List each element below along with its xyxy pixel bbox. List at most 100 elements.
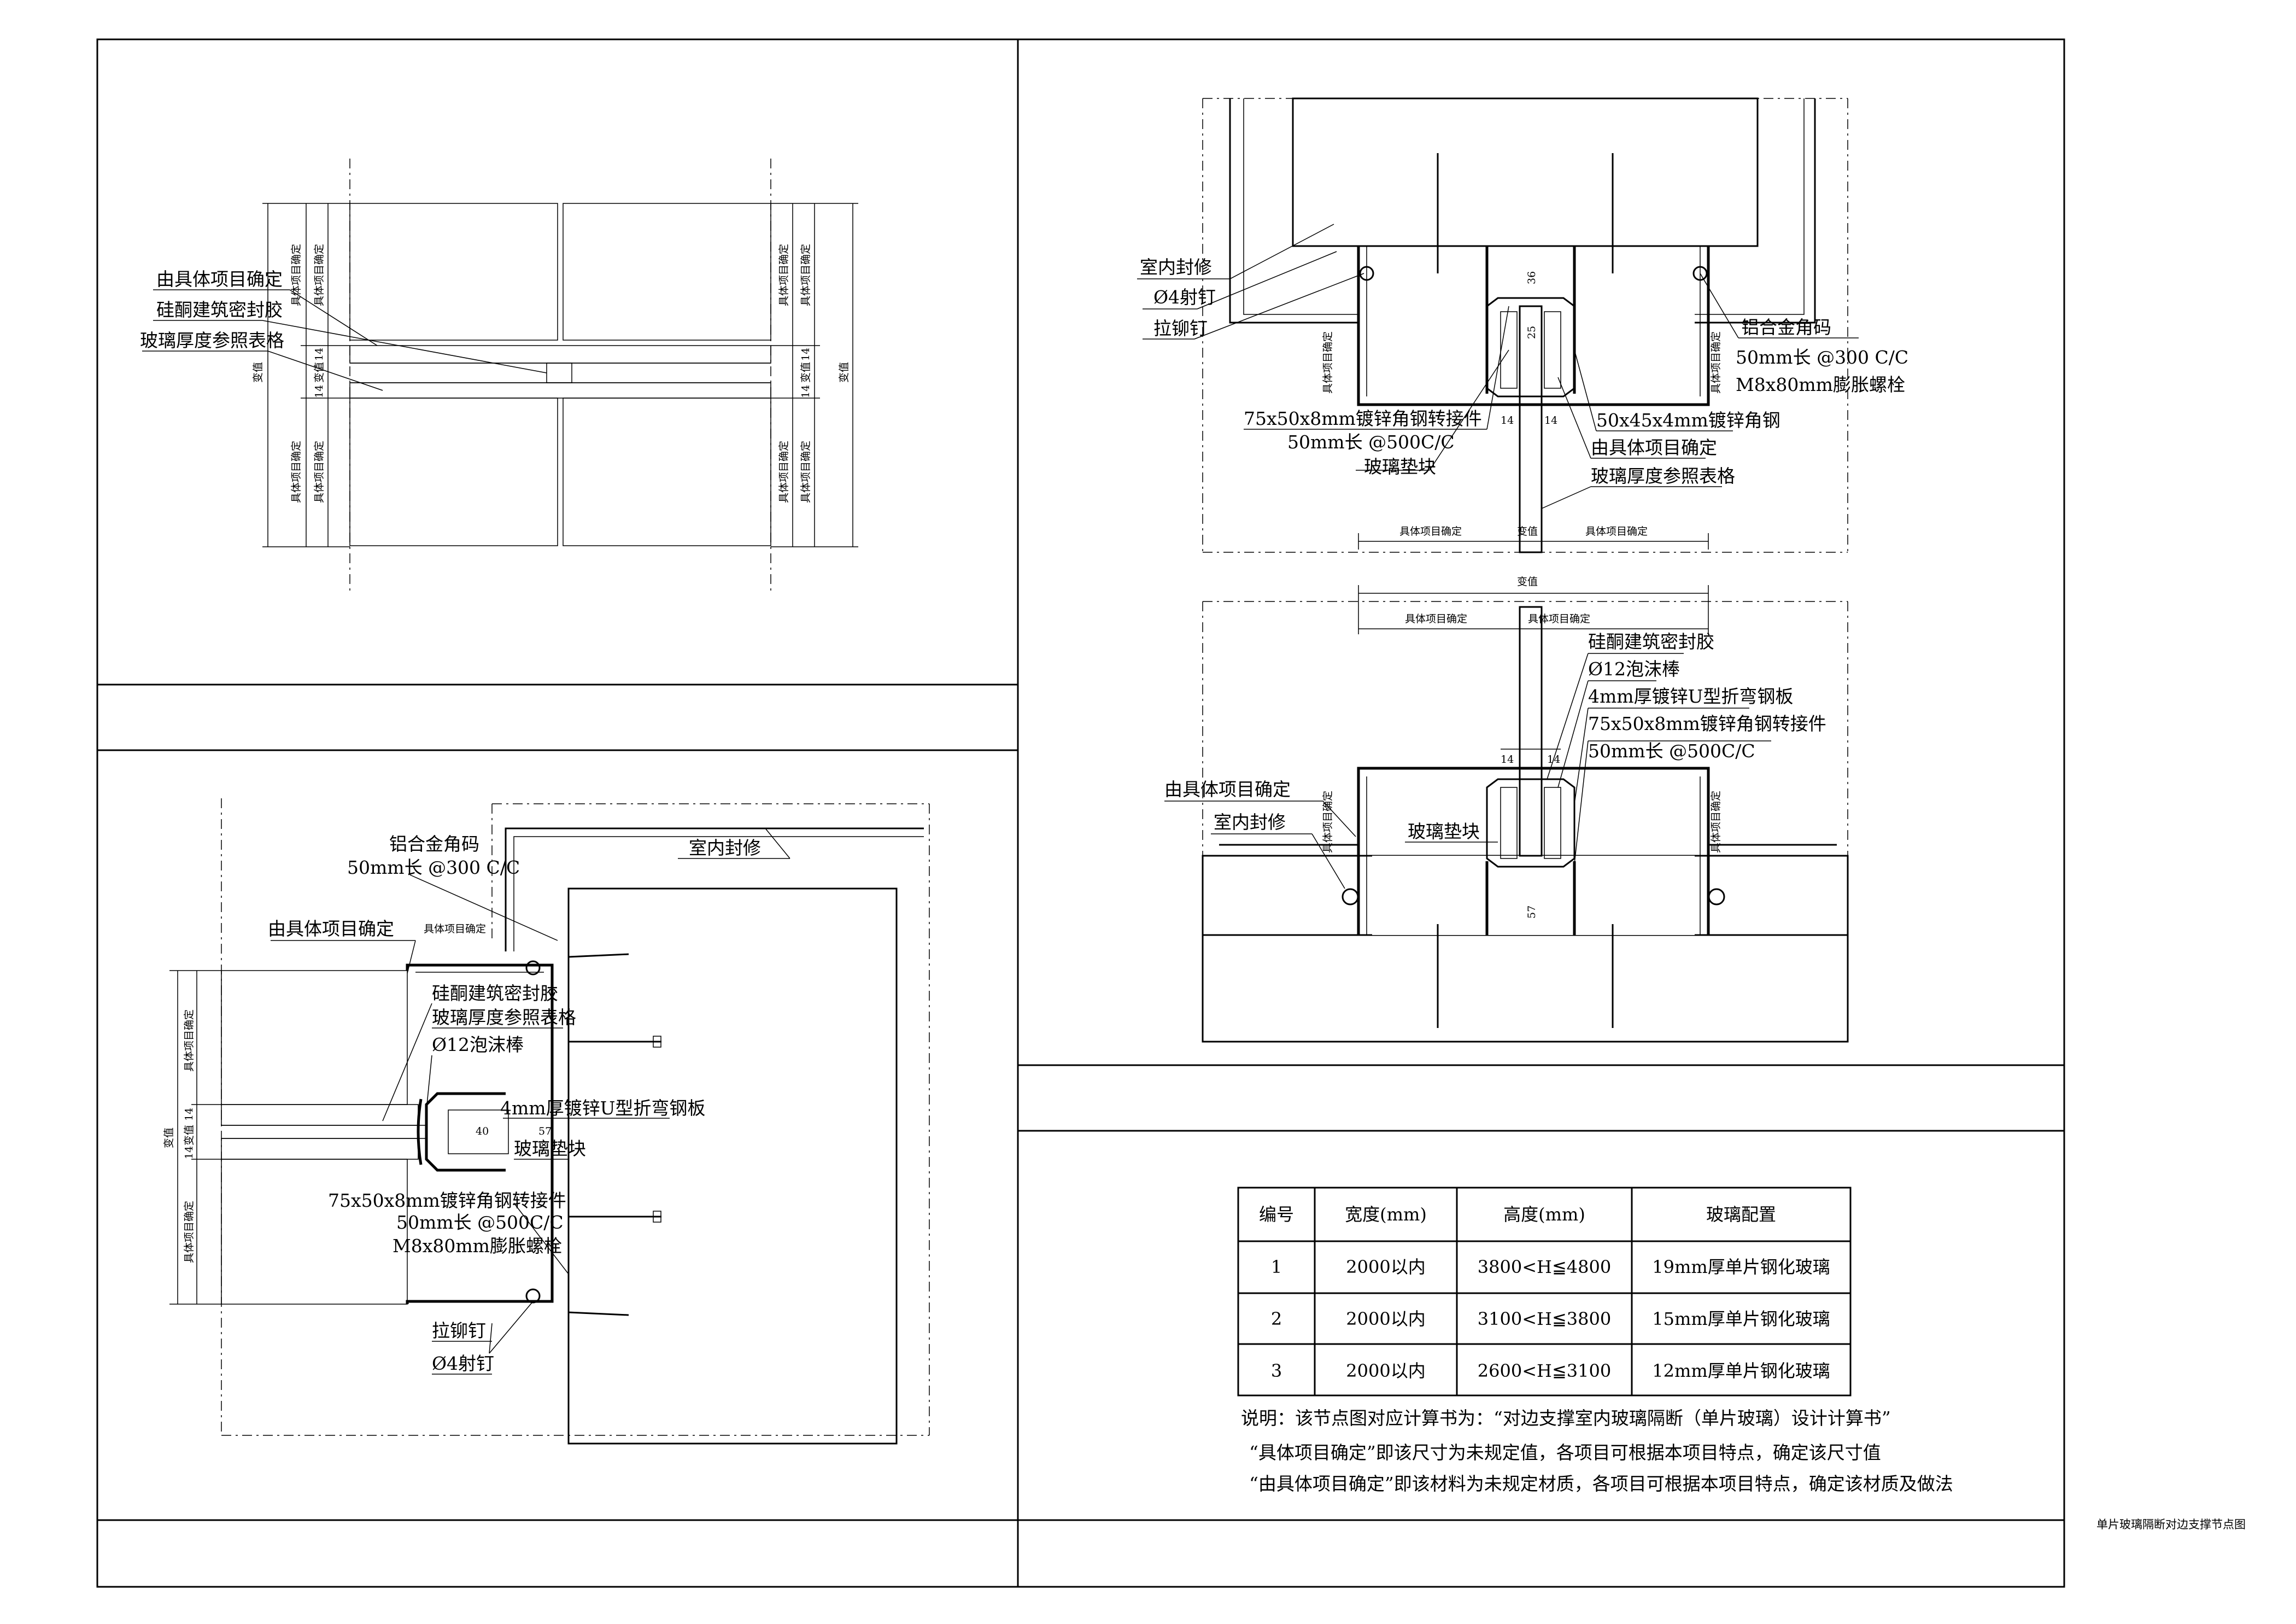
glass-panel-lower-right xyxy=(563,398,771,546)
glass-panel-lower-left xyxy=(349,398,558,546)
p3-dim-14-left: 14 xyxy=(1501,414,1514,427)
p2-dim-var-2: 变值 xyxy=(183,1125,195,1146)
dim-var-right-2: 变值 xyxy=(838,362,850,383)
glass-edge-strip-lower xyxy=(221,1138,419,1160)
p3-label-aluminium-cleat: 铝合金角码 xyxy=(1741,317,1831,338)
dim-spec-right-top: 具体项目确定 xyxy=(778,244,790,306)
p4-glass xyxy=(1519,606,1543,857)
dim-spec-right-top-2: 具体项目确定 xyxy=(800,244,812,306)
dim-var-right: 变值 xyxy=(800,362,812,383)
note-line-3: “由具体项目确定”即该材料为未规定材质，各项目可根据本项目特点，确定该材质及做法 xyxy=(1249,1473,1953,1494)
p4-dim-57: 57 xyxy=(1526,906,1538,919)
p2-dim-spec-top: 具体项目确定 xyxy=(183,1009,195,1072)
p4-dim-spec-right: 具体项目确定 xyxy=(1528,613,1590,625)
table-cell: 2000以内 xyxy=(1346,1257,1425,1277)
p4-label-u-plate: 4mm厚镀锌U型折弯钢板 xyxy=(1588,686,1793,707)
p4-dim-var: 变值 xyxy=(1517,576,1538,588)
p4-dim-14-left: 14 xyxy=(1501,753,1514,766)
glass-edge-strip-upper xyxy=(221,1104,419,1126)
p2-dim-14: 14 xyxy=(183,1108,195,1121)
p4-label-project-determined: 由具体项目确定 xyxy=(1164,779,1291,800)
concrete-wall xyxy=(567,887,898,1445)
p3-label-glass-block: 玻璃垫块 xyxy=(1364,456,1436,477)
u-plate xyxy=(425,1092,506,1172)
dim-14-left-2: 14 xyxy=(313,385,325,398)
p2-label-pop-rivet: 拉铆钉 xyxy=(432,1320,486,1341)
p3-label-interior-finish: 室内封修 xyxy=(1140,256,1212,278)
p3-dim-spec-right: 具体项目确定 xyxy=(1585,525,1648,538)
p4-dim-spec-vertical-right: 具体项目确定 xyxy=(1710,791,1722,853)
p2-label-u-plate: 4mm厚镀锌U型折弯钢板 xyxy=(500,1097,705,1119)
p3-dim-14-right: 14 xyxy=(1544,414,1557,427)
label-silicone-sealant: 硅酮建筑密封胶 xyxy=(156,299,283,320)
p4-label-foam-rod: Ø12泡沫棒 xyxy=(1588,658,1680,680)
p2-dim-spec-horizontal: 具体项目确定 xyxy=(424,923,486,935)
dim-14-right: 14 xyxy=(800,348,812,361)
p2-dim-spec-bottom: 具体项目确定 xyxy=(183,1201,195,1263)
p3-dim-spec-left: 具体项目确定 xyxy=(1399,525,1462,538)
p3-label-pop-rivet: 拉铆钉 xyxy=(1153,318,1208,339)
note-line-2: “具体项目确定”即该尺寸为未规定值，各项目可根据本项目特点，确定该尺寸值 xyxy=(1249,1442,1881,1463)
table-header-width: 宽度(mm) xyxy=(1345,1204,1427,1225)
notes: 说明：该节点图对应计算书为：“对边支撑室内玻璃隔断（单片玻璃）设计计算书” “具… xyxy=(1241,1407,1953,1494)
p4-dim-spec-left: 具体项目确定 xyxy=(1405,613,1467,625)
glass-edge-lower xyxy=(349,382,771,399)
p2-label-shot-nail: Ø4射钉 xyxy=(432,1353,494,1374)
panel-1-joint-plan: 变值 具体项目确定 具体项目确定 具体项目确定 具体项目确定 14 变值 14 … xyxy=(140,159,858,591)
glass-panel-left-lower xyxy=(221,1159,408,1305)
sheet-frame xyxy=(96,38,2065,1588)
dim-var-left: 变值 xyxy=(252,362,264,383)
p2-label-project-determined: 由具体项目确定 xyxy=(268,918,394,939)
dim-14-left: 14 xyxy=(313,348,325,361)
p3-dim-spec-vertical-right: 具体项目确定 xyxy=(1710,331,1722,394)
p4-label-angle-bracket: 75x50x8mm镀锌角钢转接件 xyxy=(1588,713,1826,734)
p3-glass xyxy=(1519,305,1543,553)
table-cell: 1 xyxy=(1271,1257,1282,1277)
table-cell: 15mm厚单片钢化玻璃 xyxy=(1652,1308,1830,1329)
p4-label-silicone-sealant: 硅酮建筑密封胶 xyxy=(1588,631,1714,652)
p3-dim-spec-vertical-left: 具体项目确定 xyxy=(1322,331,1334,394)
dim-spec-left-top-2: 具体项目确定 xyxy=(313,244,325,306)
p2-dim-40: 40 xyxy=(476,1125,489,1137)
dim-spec-left-bottom-2: 具体项目确定 xyxy=(313,441,325,503)
label-project-determined: 由具体项目确定 xyxy=(156,268,283,290)
ceiling-slab xyxy=(1292,97,1759,247)
p2-label-interior-finish: 室内封修 xyxy=(689,837,761,858)
p3-label-cleat-spacing: 50mm长 @300 C/C xyxy=(1736,347,1908,368)
p2-label-expansion-bolt: M8x80mm膨胀螺栓 xyxy=(393,1235,562,1257)
table-cell: 2600<H≦3100 xyxy=(1478,1360,1611,1381)
p2-label-glass-block: 玻璃垫块 xyxy=(514,1138,586,1159)
p3-label-expansion-bolt: M8x80mm膨胀螺栓 xyxy=(1736,374,1905,395)
p2-label-bracket-spacing: 50mm长 @500C/C xyxy=(396,1212,564,1233)
p2-dim-var: 变值 xyxy=(163,1128,175,1148)
p2-label-aluminium-cleat: 铝合金角码 xyxy=(389,833,479,855)
table-cell: 3 xyxy=(1271,1360,1282,1381)
p3-label-bracket-spacing: 50mm长 @500C/C xyxy=(1287,431,1455,453)
table-header-glass: 玻璃配置 xyxy=(1706,1204,1776,1225)
floor-slab xyxy=(1202,934,1849,1043)
table-cell: 3100<H≦3800 xyxy=(1478,1308,1611,1329)
table-cell: 19mm厚单片钢化玻璃 xyxy=(1652,1257,1830,1277)
p3-label-steel-angle: 50x45x4mm镀锌角钢 xyxy=(1596,410,1780,431)
p4-label-bracket-spacing: 50mm长 @500C/C xyxy=(1588,740,1755,762)
dim-14-right-2: 14 xyxy=(800,385,812,398)
p2-label-glass-thickness: 玻璃厚度参照表格 xyxy=(432,1007,576,1028)
panel-2-wall-junction: 变值 具体项目确定 具体项目确定 14 变值 14 具体项目确定 40 57 铝… xyxy=(163,798,930,1445)
table-header-no: 编号 xyxy=(1259,1204,1294,1225)
note-line-1: 说明：该节点图对应计算书为：“对边支撑室内玻璃隔断（单片玻璃）设计计算书” xyxy=(1241,1407,1891,1429)
table-cell: 3800<H≦4800 xyxy=(1478,1257,1611,1277)
p4-label-interior-finish: 室内封修 xyxy=(1214,811,1286,833)
p2-dim-14-b: 14 xyxy=(183,1146,195,1159)
p2-label-cleat-spacing: 50mm长 @300 C/C xyxy=(347,857,520,878)
p4-label-glass-block: 玻璃垫块 xyxy=(1408,821,1480,842)
glass-panel-left-upper xyxy=(221,970,408,1105)
p2-label-foam-rod: Ø12泡沫棒 xyxy=(432,1034,524,1055)
table-cell: 2 xyxy=(1271,1308,1282,1329)
p3-dim-var: 变值 xyxy=(1517,525,1538,538)
dim-spec-right-bottom-2: 具体项目确定 xyxy=(800,441,812,503)
dim-var-left-2: 变值 xyxy=(313,362,325,383)
p2-label-silicone-sealant: 硅酮建筑密封胶 xyxy=(432,983,558,1004)
table-cell: 12mm厚单片钢化玻璃 xyxy=(1652,1360,1830,1381)
dim-spec-right-bottom: 具体项目确定 xyxy=(778,441,790,503)
